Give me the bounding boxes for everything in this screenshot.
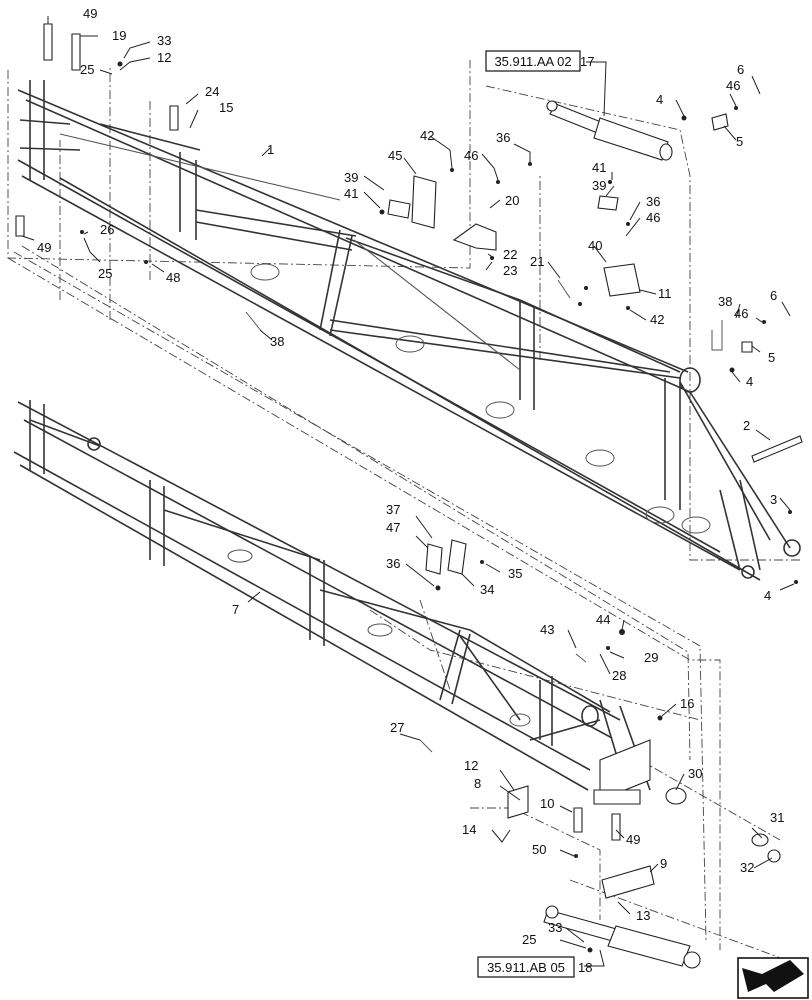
callout-50: 50 [532, 842, 546, 857]
callout-4: 4 [656, 92, 663, 107]
callout-5: 5 [736, 134, 743, 149]
callout-17: 17 [580, 54, 594, 69]
callout-6: 6 [770, 288, 777, 303]
callout-38: 38 [718, 294, 732, 309]
callout-8: 8 [474, 776, 481, 791]
arrow-southwest-icon[interactable] [737, 957, 809, 999]
callout-13: 13 [636, 908, 650, 923]
callout-11: 11 [658, 286, 672, 301]
callout-37: 37 [386, 502, 400, 517]
callout-36: 36 [386, 556, 400, 571]
callout-16: 16 [680, 696, 694, 711]
callout-14: 14 [462, 822, 476, 837]
lower-cylinder [543, 905, 701, 969]
callout-49: 49 [626, 832, 640, 847]
callout-numbers: 49 19 33 12 25 24 15 1 42 45 36 46 39 41… [37, 6, 784, 975]
shaft [751, 435, 803, 463]
washer [665, 787, 687, 805]
callout-32: 32 [740, 860, 754, 875]
callout-22: 22 [503, 247, 517, 262]
callout-21: 21 [530, 254, 544, 269]
callout-41: 41 [344, 186, 358, 201]
callout-33: 33 [157, 33, 171, 48]
callout-7: 7 [232, 602, 239, 617]
callout-33: 33 [548, 920, 562, 935]
callout-27: 27 [390, 720, 404, 735]
callout-24: 24 [205, 84, 219, 99]
callout-38: 38 [270, 334, 284, 349]
callout-9: 9 [660, 856, 667, 871]
callout-1: 1 [267, 142, 274, 157]
bracket [452, 223, 497, 251]
callout-42: 42 [650, 312, 664, 327]
callout-30: 30 [688, 766, 702, 781]
callout-39: 39 [592, 178, 606, 193]
callout-2: 2 [743, 418, 750, 433]
lower-boom-frame [13, 400, 651, 805]
callout-25: 25 [98, 266, 112, 281]
mount-plate [411, 175, 437, 229]
callout-26: 26 [100, 222, 114, 237]
callout-19: 19 [112, 28, 126, 43]
callout-12: 12 [157, 50, 171, 65]
callout-3: 3 [770, 492, 777, 507]
callout-34: 34 [480, 582, 494, 597]
callout-46: 46 [726, 78, 740, 93]
callout-46: 46 [734, 306, 748, 321]
callout-31: 31 [770, 810, 784, 825]
callout-25: 25 [522, 932, 536, 947]
callout-12: 12 [464, 758, 478, 773]
callout-36: 36 [646, 194, 660, 209]
bracket-plate [601, 865, 655, 899]
upper-cylinder [546, 100, 673, 161]
callout-25: 25 [80, 62, 94, 77]
callout-36: 36 [496, 130, 510, 145]
callout-40: 40 [588, 238, 602, 253]
callout-6: 6 [737, 62, 744, 77]
callout-18: 18 [578, 960, 592, 975]
callout-35: 35 [508, 566, 522, 581]
callout-5: 5 [768, 350, 775, 365]
component-parts [15, 23, 803, 969]
callout-4: 4 [746, 374, 753, 389]
callout-39: 39 [344, 170, 358, 185]
callout-49: 49 [83, 6, 97, 21]
callout-45: 45 [388, 148, 402, 163]
callout-42: 42 [420, 128, 434, 143]
callout-4: 4 [764, 588, 771, 603]
callout-10: 10 [540, 796, 554, 811]
callout-29: 29 [644, 650, 658, 665]
reference-bottom[interactable]: 35.911.AB 05 [477, 956, 575, 978]
callout-47: 47 [386, 520, 400, 535]
upper-boom-frame [17, 80, 801, 581]
callout-28: 28 [612, 668, 626, 683]
callout-43: 43 [540, 622, 554, 637]
phantom-lines [7, 60, 800, 961]
callout-23: 23 [503, 263, 517, 278]
callout-15: 15 [219, 100, 233, 115]
callout-20: 20 [505, 193, 519, 208]
callout-49: 49 [37, 240, 51, 255]
reference-top-label: 35.911.AA 02 [494, 54, 571, 69]
callout-leaders [21, 16, 795, 967]
reference-bottom-label: 35.911.AB 05 [487, 960, 565, 975]
reference-top[interactable]: 35.911.AA 02 [485, 50, 581, 72]
callout-44: 44 [596, 612, 610, 627]
callout-48: 48 [166, 270, 180, 285]
callout-46: 46 [646, 210, 660, 225]
callout-46: 46 [464, 148, 478, 163]
callout-41: 41 [592, 160, 606, 175]
